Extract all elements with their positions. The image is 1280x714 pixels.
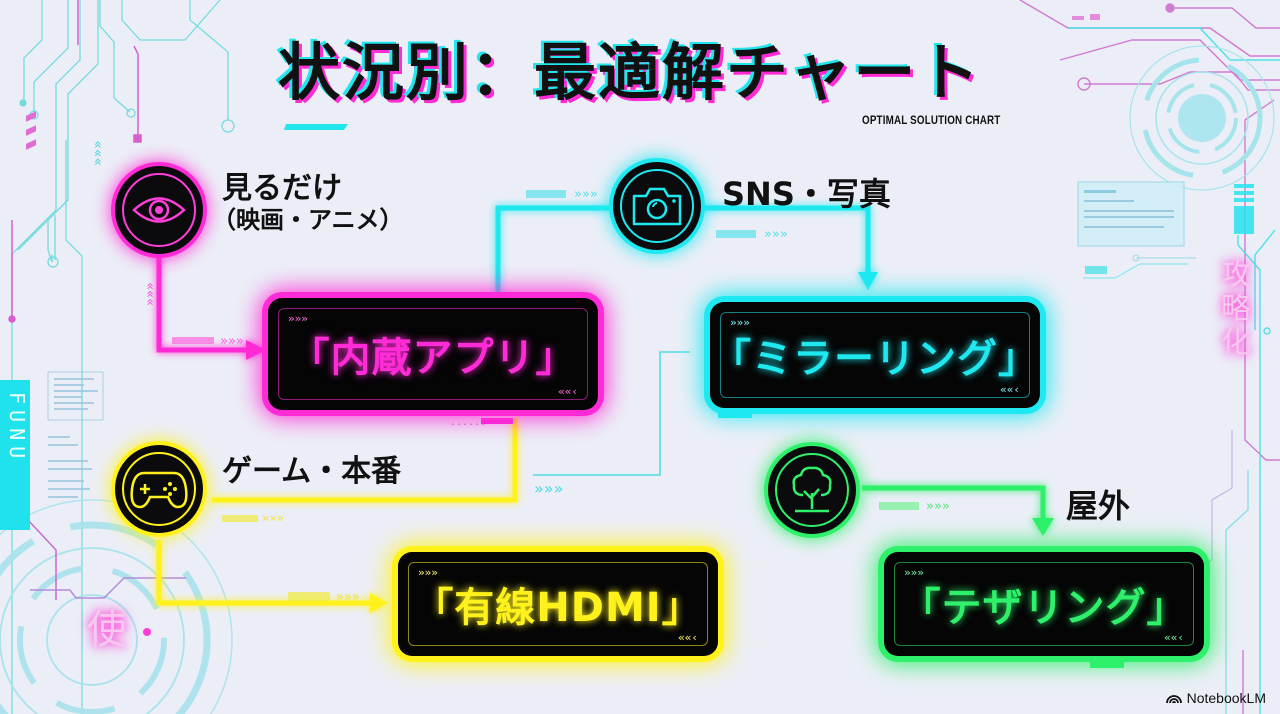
decor-left-kanji: 使	[80, 608, 126, 652]
card-arrows-right: ««‹	[558, 385, 578, 398]
decor-right-kanji: 攻略化	[1215, 258, 1250, 360]
scenario-label-outdoor: 屋外	[1066, 487, 1131, 525]
svg-text:»»»: »»»	[143, 282, 158, 306]
svg-text:»»»: »»»	[926, 499, 950, 514]
svg-text:»»»: »»»	[764, 227, 788, 242]
page-title: 状況別：最適解チャート	[278, 36, 982, 109]
scenario-label-watch-line2: （映画・アニメ）	[212, 205, 404, 234]
scenario-node-sns	[613, 162, 701, 250]
card-arrows-right: ««‹	[1164, 631, 1184, 644]
solution-label-tethering: 「テザリング」	[900, 585, 1188, 631]
solution-label-wired-hdmi: 「有線HDMI」	[413, 585, 703, 631]
svg-text:»»»: »»»	[336, 590, 360, 605]
card-arrows-left: »»»	[730, 316, 750, 329]
svg-text:»»»: »»»	[220, 334, 244, 349]
left-side-tab	[0, 380, 30, 530]
svg-text:»»»: »»»	[90, 140, 106, 166]
solution-label-mirroring: 「ミラーリング」	[711, 336, 1039, 382]
branding-label: NotebookLM	[1186, 690, 1266, 706]
card-arrows-right: ««‹	[1000, 383, 1020, 396]
svg-text:......: ......	[450, 417, 486, 428]
left-side-tab-text: FUNU	[5, 392, 29, 465]
solution-card-wired-hdmi: »»» ««‹ 「有線HDMI」	[398, 552, 718, 656]
scenario-label-sns: SNS・写真	[722, 175, 891, 213]
scenario-label-game: ゲーム・本番	[222, 454, 402, 489]
solution-card-builtin-app: »»» ««‹ 「内蔵アプリ」	[268, 298, 598, 410]
svg-text:»»»: »»»	[534, 479, 563, 498]
scenario-label-watch: 見るだけ （映画・アニメ）	[212, 171, 404, 234]
notebooklm-branding: NotebookLM	[1165, 690, 1266, 706]
svg-text:»»»: »»»	[574, 187, 598, 202]
card-arrows-left: »»»	[904, 566, 924, 579]
scenario-node-watch	[115, 166, 203, 254]
solution-card-mirroring: »»» ««‹ 「ミラーリング」	[710, 302, 1040, 408]
scenario-label-watch-line1: 見るだけ	[222, 171, 342, 206]
solution-card-tethering: »»» ««‹ 「テザリング」	[884, 552, 1204, 656]
card-arrows-left: »»»	[418, 566, 438, 579]
scenario-node-game	[115, 445, 203, 533]
svg-text:»»»: »»»	[262, 511, 284, 525]
notebooklm-logo-icon	[1165, 695, 1182, 704]
solution-label-builtin-app: 「内蔵アプリ」	[289, 335, 577, 381]
page-subtitle: OPTIMAL SOLUTION CHART	[862, 113, 1001, 127]
card-arrows-right: ««‹	[678, 631, 698, 644]
card-arrows-left: »»»	[288, 312, 308, 325]
scenario-node-outdoor	[768, 446, 856, 534]
